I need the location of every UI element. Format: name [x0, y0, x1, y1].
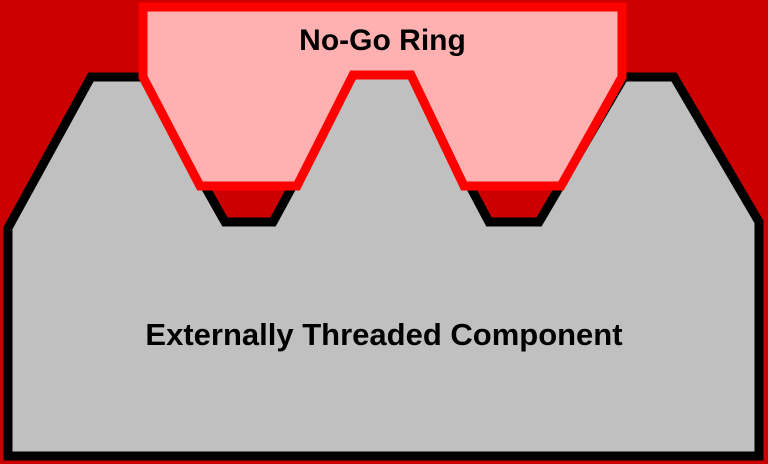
no-go-ring-label: No-Go Ring [299, 24, 466, 57]
externally-threaded-component-label: Externally Threaded Component [145, 317, 623, 352]
externally-threaded-component-shape [3, 70, 764, 461]
no-go-ring-shape [138, 2, 627, 191]
